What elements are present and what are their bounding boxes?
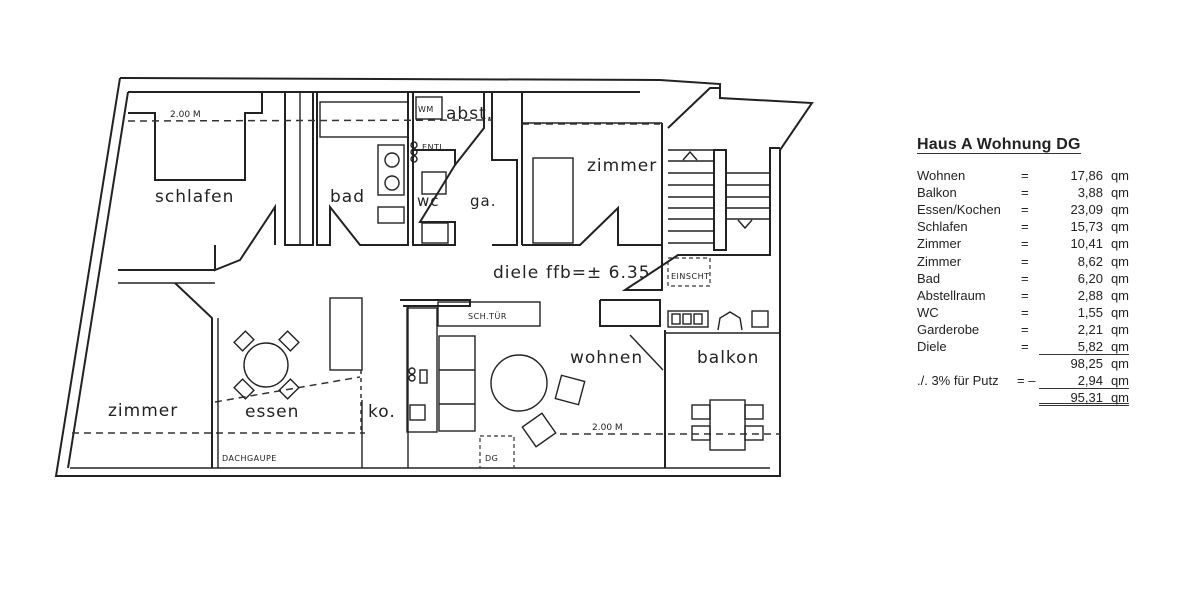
area-row-unit: qm <box>1110 202 1129 218</box>
einscht-label: EINSCHT <box>671 272 709 281</box>
room-labels: schlafen bad wc ga. abst. WM ENTL. zimme… <box>108 104 759 463</box>
total-value: 95,31 <box>1070 390 1103 406</box>
label-kochen: ko. <box>368 402 396 422</box>
area-row-value: 5,82 <box>1077 339 1103 355</box>
area-row-eq: = <box>1021 339 1029 355</box>
area-row-eq: = <box>1021 202 1029 218</box>
area-row-unit: qm <box>1110 287 1129 303</box>
area-row-value: 10,41 <box>1070 236 1103 252</box>
area-row-value: 23,09 <box>1070 202 1103 218</box>
dimension-label-bottom: 2.00 M <box>592 423 623 433</box>
area-row-name: Schlafen <box>917 219 968 235</box>
area-row-unit: qm <box>1110 236 1129 252</box>
label-sch-tuer: SCH.TÜR <box>468 311 507 321</box>
area-row: Zimmer = 8,62 qm <box>917 253 1133 270</box>
total-row: 95,31 qm <box>917 389 1133 407</box>
area-row-name: Bad <box>917 270 941 286</box>
area-row: Abstellraum = 2,88 qm <box>917 287 1133 304</box>
area-row-value: 1,55 <box>1077 304 1103 320</box>
label-zimmer-bottom: zimmer <box>108 401 178 421</box>
area-row-eq: = <box>1021 270 1029 286</box>
area-row-name: Zimmer <box>917 236 962 252</box>
area-row-unit: qm <box>1110 304 1129 320</box>
area-table-title: Haus A Wohnung DG <box>917 136 1081 155</box>
area-row-value: 8,62 <box>1077 253 1103 269</box>
area-row: Garderobe = 2,21 qm <box>917 321 1133 338</box>
deduction-name: ./. 3% für Putz <box>917 373 999 389</box>
subtotal-unit: qm <box>1110 356 1129 372</box>
area-row: Essen/Kochen = 23,09 qm <box>917 201 1133 218</box>
label-wc: wc <box>417 192 440 210</box>
area-row-name: Abstellraum <box>917 287 986 303</box>
area-row-name: Garderobe <box>917 321 980 337</box>
label-diele: diele <box>493 263 539 283</box>
area-row-value: 15,73 <box>1070 219 1103 235</box>
zimmer-top-room <box>522 122 663 246</box>
area-row-name: Diele <box>917 339 947 355</box>
area-row-unit: qm <box>1110 219 1129 235</box>
stairs <box>668 149 770 251</box>
area-row-eq: = <box>1021 219 1029 235</box>
area-row-value: 17,86 <box>1070 168 1103 184</box>
area-row: Zimmer = 10,41 qm <box>917 235 1133 252</box>
area-table: Haus A Wohnung DG Wohnen = 17,86 qm Balko… <box>917 136 1133 407</box>
subtotal-value: 98,25 <box>1070 356 1103 372</box>
area-row: Balkon = 3,88 qm <box>917 184 1133 201</box>
area-row: Schlafen = 15,73 qm <box>917 218 1133 235</box>
area-row-eq: = <box>1021 321 1029 337</box>
label-bad: bad <box>330 187 365 207</box>
area-row-unit: qm <box>1110 339 1129 355</box>
deduction-unit: qm <box>1110 373 1129 389</box>
area-row-unit: qm <box>1110 253 1129 269</box>
area-row-eq: = <box>1021 168 1029 184</box>
area-row-unit: qm <box>1110 168 1129 184</box>
label-zimmer-top: zimmer <box>587 156 657 176</box>
label-balkon: balkon <box>697 348 759 368</box>
area-row: Bad = 6,20 qm <box>917 270 1133 287</box>
area-row: WC = 1,55 qm <box>917 304 1133 321</box>
area-row-unit: qm <box>1110 270 1129 286</box>
area-row-eq: = <box>1021 253 1029 269</box>
floor-plan: EINSCHT 2.00 M 2.00 M <box>54 77 814 477</box>
area-row-eq: = <box>1021 304 1029 320</box>
label-abstellraum: abst. <box>446 104 493 124</box>
furniture <box>233 310 780 451</box>
area-row-name: Zimmer <box>917 253 962 269</box>
dimension-label-top: 2.00 M <box>170 110 201 120</box>
label-dg: DG <box>485 454 498 463</box>
schlafen-room <box>118 91 314 284</box>
area-row-unit: qm <box>1110 185 1129 201</box>
area-row-name: WC <box>917 304 939 320</box>
label-dachgaupe: DACHGAUPE <box>222 454 277 463</box>
area-row-unit: qm <box>1110 321 1129 337</box>
area-row-eq: = <box>1021 287 1029 303</box>
total-unit: qm <box>1110 390 1129 406</box>
label-essen: essen <box>245 402 299 422</box>
area-row-name: Balkon <box>917 185 957 201</box>
label-garderobe: ga. <box>470 192 496 210</box>
area-row-name: Essen/Kochen <box>917 202 1001 218</box>
area-row: Diele = 5,82 qm <box>917 338 1133 356</box>
area-row-value: 2,21 <box>1077 321 1103 337</box>
area-row-name: Wohnen <box>917 168 966 184</box>
deduction-row: ./. 3% für Putz = – 2,94 qm <box>917 372 1133 390</box>
lower-rooms <box>174 282 666 469</box>
label-entl: ENTL. <box>422 143 447 152</box>
label-schlafen: schlafen <box>155 187 234 207</box>
area-row-value: 6,20 <box>1077 270 1103 286</box>
area-row-eq: = <box>1021 185 1029 201</box>
label-wm: WM <box>418 105 434 114</box>
area-row-value: 2,88 <box>1077 287 1103 303</box>
label-wohnen: wohnen <box>570 348 643 368</box>
stairwell: EINSCHT <box>621 87 780 291</box>
label-ffb: ffb=± 6.35 <box>546 263 651 283</box>
deduction-eq: = – <box>1017 373 1036 389</box>
area-row-value: 3,88 <box>1077 185 1103 201</box>
area-row: Wohnen = 17,86 qm <box>917 167 1133 184</box>
subtotal-row: 98,25 qm <box>917 355 1133 372</box>
area-row-eq: = <box>1021 236 1029 252</box>
deduction-value: 2,94 <box>1077 373 1103 389</box>
